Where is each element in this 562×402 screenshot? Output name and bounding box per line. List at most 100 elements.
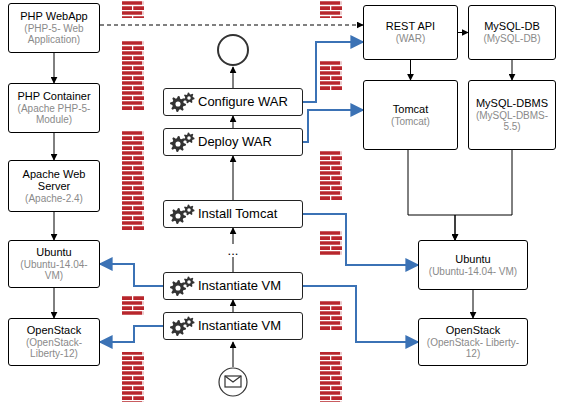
- gear-hole: [175, 213, 180, 218]
- node-title: Install Tomcat: [198, 207, 277, 222]
- component-box: MySQL-DBMS(MySQL-DBMS-5.5): [468, 80, 556, 150]
- deployment-link: [303, 110, 363, 142]
- gear-icon: [168, 91, 196, 113]
- component-box: PHP WebApp(PHP-5- Web Application): [8, 3, 100, 53]
- gear: [170, 280, 186, 296]
- node-type: (MySQL-DBMS-5.5): [472, 110, 552, 133]
- node-title: MySQL-DBMS: [476, 97, 548, 110]
- task-box: Instantiate VM: [163, 312, 303, 340]
- node-title: OpenStack: [446, 324, 500, 337]
- component-box: MySQL-DB(MySQL-DB): [468, 5, 556, 60]
- component-box: Apache Web Server(Apache-2.4): [8, 160, 100, 212]
- gear: [184, 205, 195, 216]
- firewall-segment: [320, 60, 342, 90]
- connector: [233, 300, 234, 312]
- node-title: PHP Container: [17, 90, 90, 103]
- firewall-segment: [320, 0, 342, 18]
- node-title: Instantiate VM: [198, 319, 281, 334]
- sequence-flow: [233, 67, 234, 88]
- connector: [408, 150, 455, 240]
- deployment-link: [100, 264, 163, 286]
- gear-icon: [168, 203, 196, 225]
- gear: [170, 208, 186, 224]
- firewall-segment: [320, 352, 342, 402]
- gear-hole: [175, 325, 180, 330]
- dependency-link: [458, 32, 468, 33]
- gear: [170, 96, 186, 112]
- node-title: Deploy WAR: [198, 135, 272, 150]
- component-box: OpenStack(OpenStack- Liberty-12): [418, 318, 528, 366]
- node-type: (Apache-2.4): [25, 193, 83, 205]
- firewall-right: [320, 0, 342, 402]
- message-start-event: [219, 368, 247, 396]
- task-box: Instantiate VM: [163, 272, 303, 300]
- node-type: (Ubuntu-14.04- VM): [429, 266, 517, 278]
- component-box: REST API(WAR): [363, 5, 458, 60]
- node-title: Configure WAR: [198, 95, 288, 110]
- node-type: (OpenStack- Liberty-12): [422, 337, 524, 360]
- sequence-flow: [233, 342, 234, 367]
- connector: [233, 156, 234, 200]
- component-box: OpenStack(OpenStack- Liberty-12): [8, 318, 100, 366]
- gear: [184, 133, 195, 144]
- firewall-segment: [122, 40, 144, 110]
- connector: [233, 116, 234, 128]
- gear-icon: [168, 315, 196, 337]
- node-title: Apache Web Server: [12, 168, 96, 193]
- component-box: Ubuntu(Ubuntu-14.04- VM): [418, 240, 528, 290]
- firewall-segment: [122, 352, 144, 402]
- gear-hole: [187, 136, 191, 140]
- deployment-link: [303, 214, 418, 265]
- gear-hole: [187, 96, 191, 100]
- firewall-segment: [122, 0, 144, 18]
- firewall-segment: [122, 130, 144, 230]
- node-type: (Apache PHP-5- Module): [12, 103, 96, 126]
- envelope-icon: [225, 376, 241, 387]
- node-type: (MySQL-DB): [483, 33, 540, 45]
- node-type: (WAR): [396, 33, 426, 45]
- node-type: (PHP-5- Web Application): [12, 23, 96, 46]
- component-box: PHP Container(Apache PHP-5- Module): [8, 83, 100, 133]
- connector: [54, 288, 55, 318]
- deployment-link: [100, 326, 163, 342]
- task-box: Deploy WAR: [163, 128, 303, 156]
- firewall-segment: [320, 150, 342, 200]
- connector: [54, 212, 55, 240]
- gear-icon: [168, 131, 196, 153]
- end-event: [218, 35, 248, 65]
- firewall-segment: [122, 296, 144, 316]
- dependency-link: [100, 25, 363, 26]
- gear-hole: [175, 101, 180, 106]
- node-title: REST API: [386, 20, 435, 33]
- task-box: Install Tomcat: [163, 200, 303, 228]
- gear-hole: [187, 320, 191, 324]
- node-type: (Ubuntu-14.04- VM): [12, 259, 96, 282]
- node-type: (OpenStack- Liberty-12): [12, 337, 96, 360]
- connector: [512, 60, 513, 80]
- node-title: Tomcat: [393, 103, 428, 116]
- connector: [473, 290, 474, 318]
- gear: [170, 320, 186, 336]
- gear: [170, 136, 186, 152]
- task-box: Configure WAR: [163, 88, 303, 116]
- node-title: Instantiate VM: [198, 279, 281, 294]
- node-title: PHP WebApp: [20, 10, 87, 23]
- connector: [54, 53, 55, 83]
- firewall-segment: [320, 230, 342, 255]
- gear-hole: [175, 141, 180, 146]
- deployment-link: [303, 42, 363, 102]
- edge-label: ...: [225, 244, 242, 257]
- node-title: OpenStack: [27, 324, 81, 337]
- connector: [455, 150, 512, 240]
- gear-hole: [187, 280, 191, 284]
- connector: [54, 133, 55, 160]
- gear: [184, 93, 195, 104]
- gear-hole: [187, 208, 191, 212]
- node-title: MySQL-DB: [484, 20, 540, 33]
- gear-hole: [175, 285, 180, 290]
- gear-icon: [168, 275, 196, 297]
- connector: [410, 60, 411, 80]
- gear: [184, 317, 195, 328]
- node-type: (Tomcat): [391, 116, 430, 128]
- envelope-flap: [225, 376, 241, 382]
